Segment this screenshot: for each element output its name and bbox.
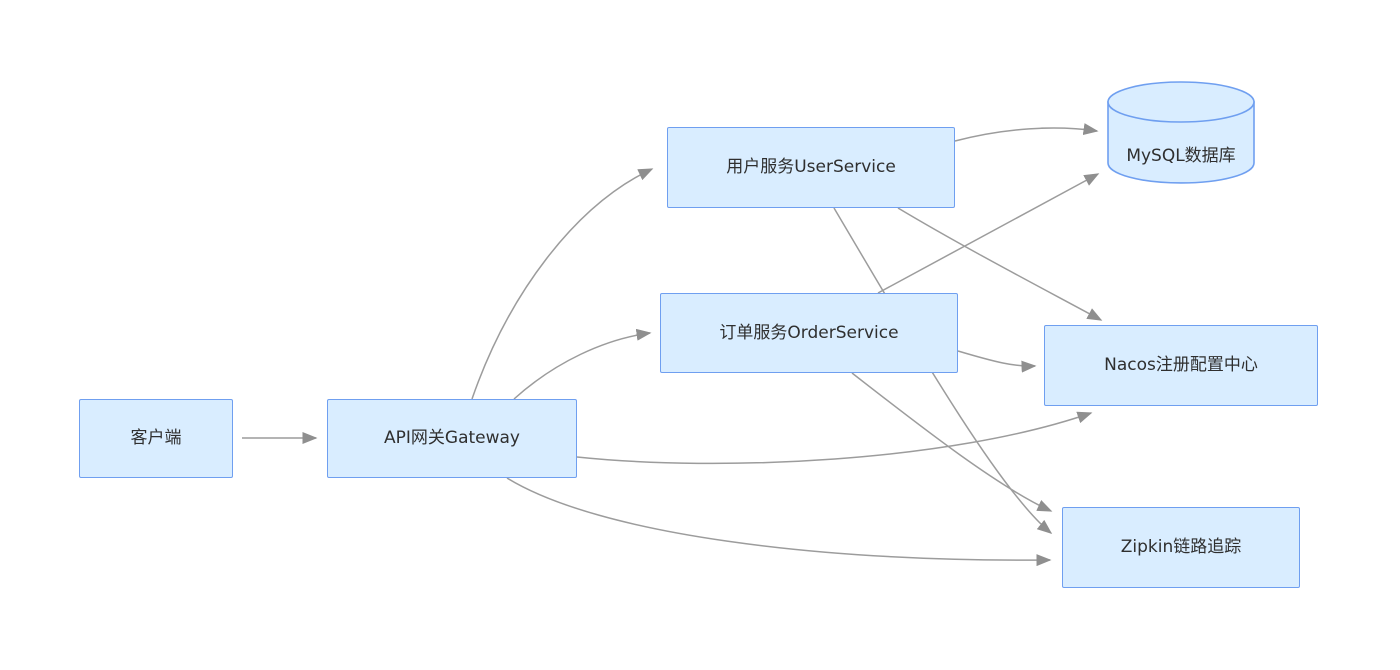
node-zipkin-label: Zipkin链路追踪 xyxy=(1120,537,1242,558)
node-mysql: MySQL数据库 xyxy=(1108,136,1254,170)
node-user-service: 用户服务UserService xyxy=(667,127,955,208)
node-mysql-label: MySQL数据库 xyxy=(1126,145,1236,166)
node-nacos-label: Nacos注册配置中心 xyxy=(1104,355,1258,376)
edge-gateway-zipkin xyxy=(506,477,1052,567)
edge-gateway-orderservice xyxy=(513,328,652,400)
edge-userservice-mysql xyxy=(954,123,1099,142)
edge-userservice-nacos xyxy=(897,207,1103,321)
edge-gateway-nacos xyxy=(576,411,1093,465)
node-client: 客户端 xyxy=(79,399,233,478)
edge-userservice-zipkin xyxy=(833,207,1053,534)
node-user-service-label: 用户服务UserService xyxy=(726,157,896,178)
database-cylinder-icon xyxy=(1107,81,1255,184)
edge-orderservice-mysql xyxy=(877,173,1100,294)
edge-gateway-userservice xyxy=(471,168,654,400)
edge-orderservice-nacos xyxy=(957,350,1037,373)
node-nacos: Nacos注册配置中心 xyxy=(1044,325,1318,406)
node-client-label: 客户端 xyxy=(130,428,182,449)
node-api-gateway: API网关Gateway xyxy=(327,399,577,478)
edge-orderservice-zipkin xyxy=(851,372,1053,512)
node-api-gateway-label: API网关Gateway xyxy=(384,428,520,449)
node-order-service-label: 订单服务OrderService xyxy=(719,322,899,343)
node-zipkin: Zipkin链路追踪 xyxy=(1062,507,1300,588)
node-order-service: 订单服务OrderService xyxy=(660,293,958,373)
